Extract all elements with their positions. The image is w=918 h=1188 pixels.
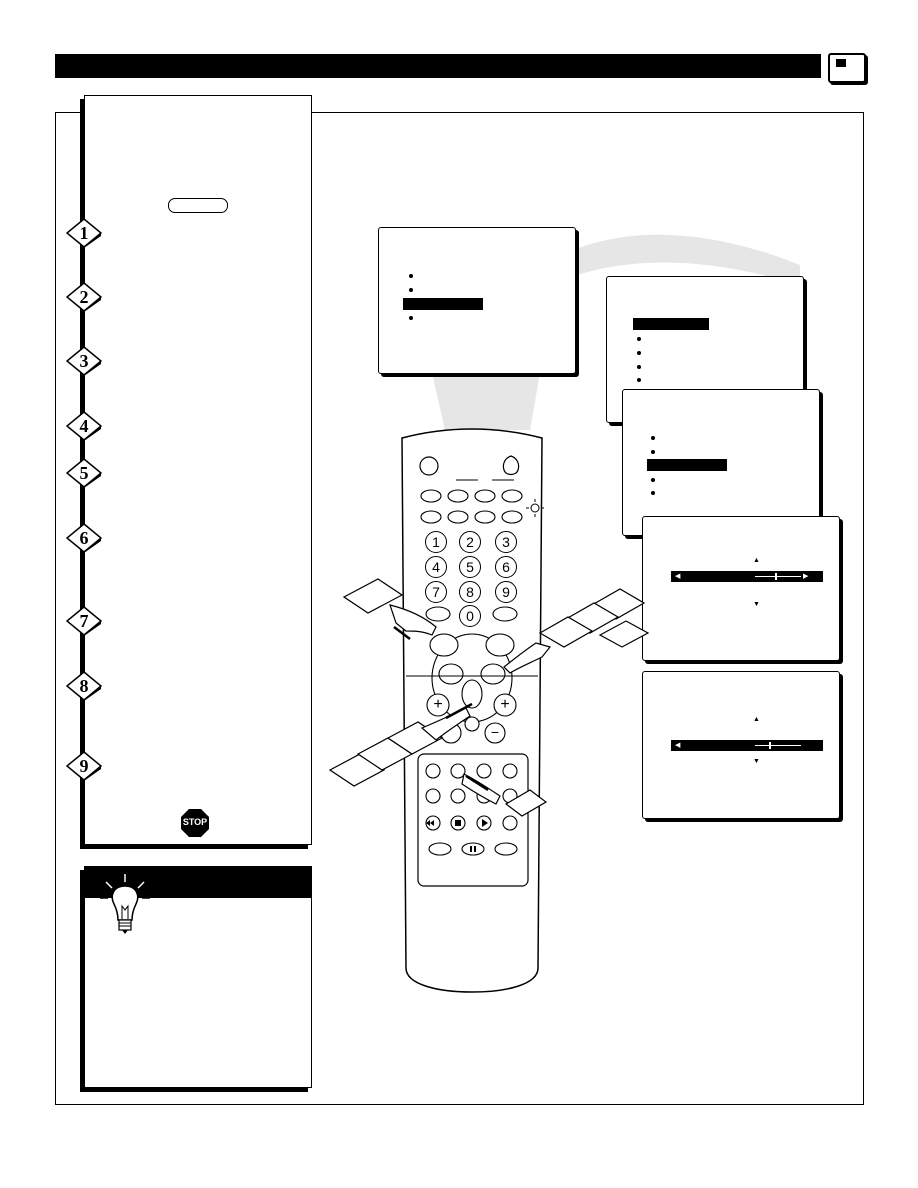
step-number: 1 <box>79 223 89 243</box>
step-2-badge: 2 <box>65 282 103 312</box>
pointing-hand-icon <box>328 702 473 787</box>
up-arrow-icon: ▲ <box>753 716 760 723</box>
svg-text:+: + <box>433 696 442 713</box>
step-number: 3 <box>79 351 89 371</box>
beam-graphic <box>432 234 800 430</box>
number-key-5[interactable]: 5 <box>459 556 481 578</box>
step-number: 8 <box>79 676 89 696</box>
menu-highlight <box>647 459 727 471</box>
number-key-0[interactable]: 0 <box>459 605 481 627</box>
number-key-1[interactable]: 1 <box>425 531 447 553</box>
step-5-badge: 5 <box>65 458 103 488</box>
number-key-7[interactable]: 7 <box>425 581 447 603</box>
svg-text:+: + <box>500 696 509 713</box>
menu-screen-features <box>622 389 820 536</box>
number-key-6[interactable]: 6 <box>495 556 517 578</box>
page-frame <box>55 112 864 1105</box>
down-arrow-icon: ▼ <box>753 601 760 608</box>
step-number: 6 <box>79 528 89 548</box>
adjust-screen-1: ▲ ◀ ▶ ▼ <box>642 516 840 661</box>
step-number: 4 <box>79 416 89 436</box>
pointing-hand-icon <box>461 773 548 817</box>
number-key-8[interactable]: 8 <box>459 581 481 603</box>
step-number: 2 <box>79 287 89 307</box>
number-key-2[interactable]: 2 <box>459 531 481 553</box>
step-7-badge: 7 <box>65 606 103 636</box>
step-3-badge: 3 <box>65 346 103 376</box>
menu-highlight <box>403 298 483 310</box>
step-number: 5 <box>79 463 89 483</box>
step-4-badge: 4 <box>65 411 103 441</box>
adjust-slider[interactable]: ◀ <box>671 740 823 751</box>
step-1-badge: 1 <box>65 218 103 248</box>
lightbulb-icon <box>100 874 150 934</box>
up-arrow-icon: ▲ <box>753 557 760 564</box>
step-6-badge: 6 <box>65 523 103 553</box>
step-number: 7 <box>79 611 89 631</box>
step-8-badge: 8 <box>65 671 103 701</box>
button-label-pill <box>168 198 228 213</box>
header-bar <box>55 54 821 78</box>
number-key-9[interactable]: 9 <box>495 581 517 603</box>
number-key-4[interactable]: 4 <box>425 556 447 578</box>
pointing-hand-icon <box>503 588 650 674</box>
pointing-hand-icon <box>342 578 437 640</box>
svg-text:−: − <box>491 724 499 740</box>
instructions-panel <box>84 95 312 845</box>
stop-sign-icon <box>181 809 209 837</box>
number-key-3[interactable]: 3 <box>495 531 517 553</box>
stop-sign-label: STOP <box>182 817 208 827</box>
menu-screen-main <box>378 227 576 374</box>
adjust-slider[interactable]: ◀ ▶ <box>671 571 823 582</box>
down-arrow-icon: ▼ <box>753 758 760 765</box>
step-number: 9 <box>79 756 89 776</box>
adjust-screen-2: ▲ ◀ ▼ <box>642 671 840 819</box>
tv-icon <box>828 53 866 83</box>
menu-highlight <box>633 318 709 330</box>
step-9-badge: 9 <box>65 751 103 781</box>
